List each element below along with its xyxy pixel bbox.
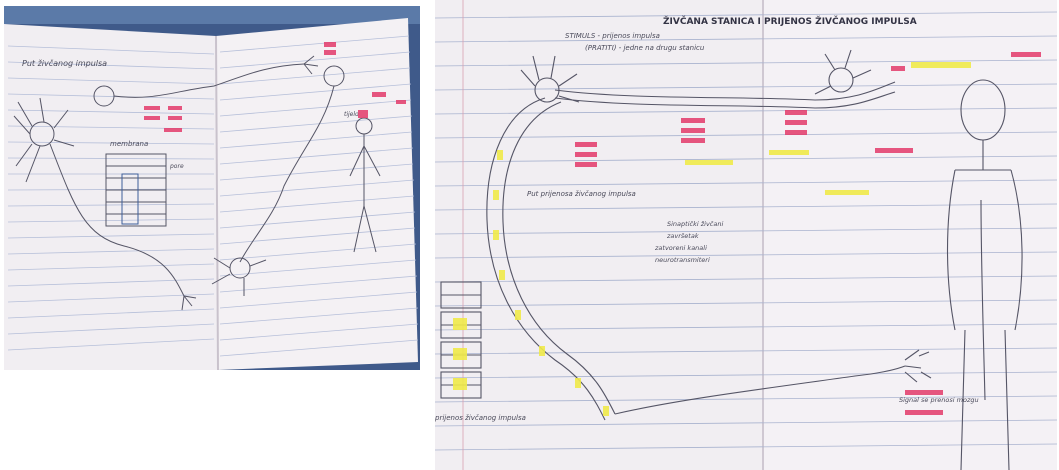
middle-note-2: završetak	[666, 232, 699, 240]
notebook-drawing-left: Put živčanog impulsa membrana pore tijel…	[4, 6, 420, 370]
title-right: ŽIVČANA STANICA I PRIJENOS ŽIVČANOG IMPU…	[663, 15, 917, 27]
middle-note-3: zatvoreni kanali	[654, 244, 707, 252]
notebook-photo-right: ŽIVČANA STANICA I PRIJENOS ŽIVČANOG IMPU…	[435, 0, 1057, 470]
notebook-page-left	[4, 24, 218, 370]
bottom-label-right: prijenos živčanog impulsa	[435, 414, 526, 422]
subheading2-right: (PRATITI) - jedne na drugu stanicu	[585, 44, 705, 52]
note-body: tijelo	[344, 111, 359, 118]
notebook-photo-left: Put živčanog impulsa membrana pore tijel…	[4, 6, 420, 370]
bottom-right-note: Signal se prenosi mozgu	[899, 396, 979, 404]
label-membrane: membrana	[110, 140, 148, 148]
subheading-right: STIMULS - prijenos impulsa	[565, 32, 660, 40]
middle-note-4: neurotransmiteri	[655, 256, 710, 264]
note-pore: pore	[169, 163, 184, 170]
notebook-drawing-right: ŽIVČANA STANICA I PRIJENOS ŽIVČANOG IMPU…	[435, 0, 1057, 470]
heading-left: Put živčanog impulsa	[22, 58, 107, 68]
middle-note-1: Sinaptički živčani	[667, 220, 723, 228]
side-label-right: Put prijenosa živčanog impulsa	[527, 190, 636, 198]
